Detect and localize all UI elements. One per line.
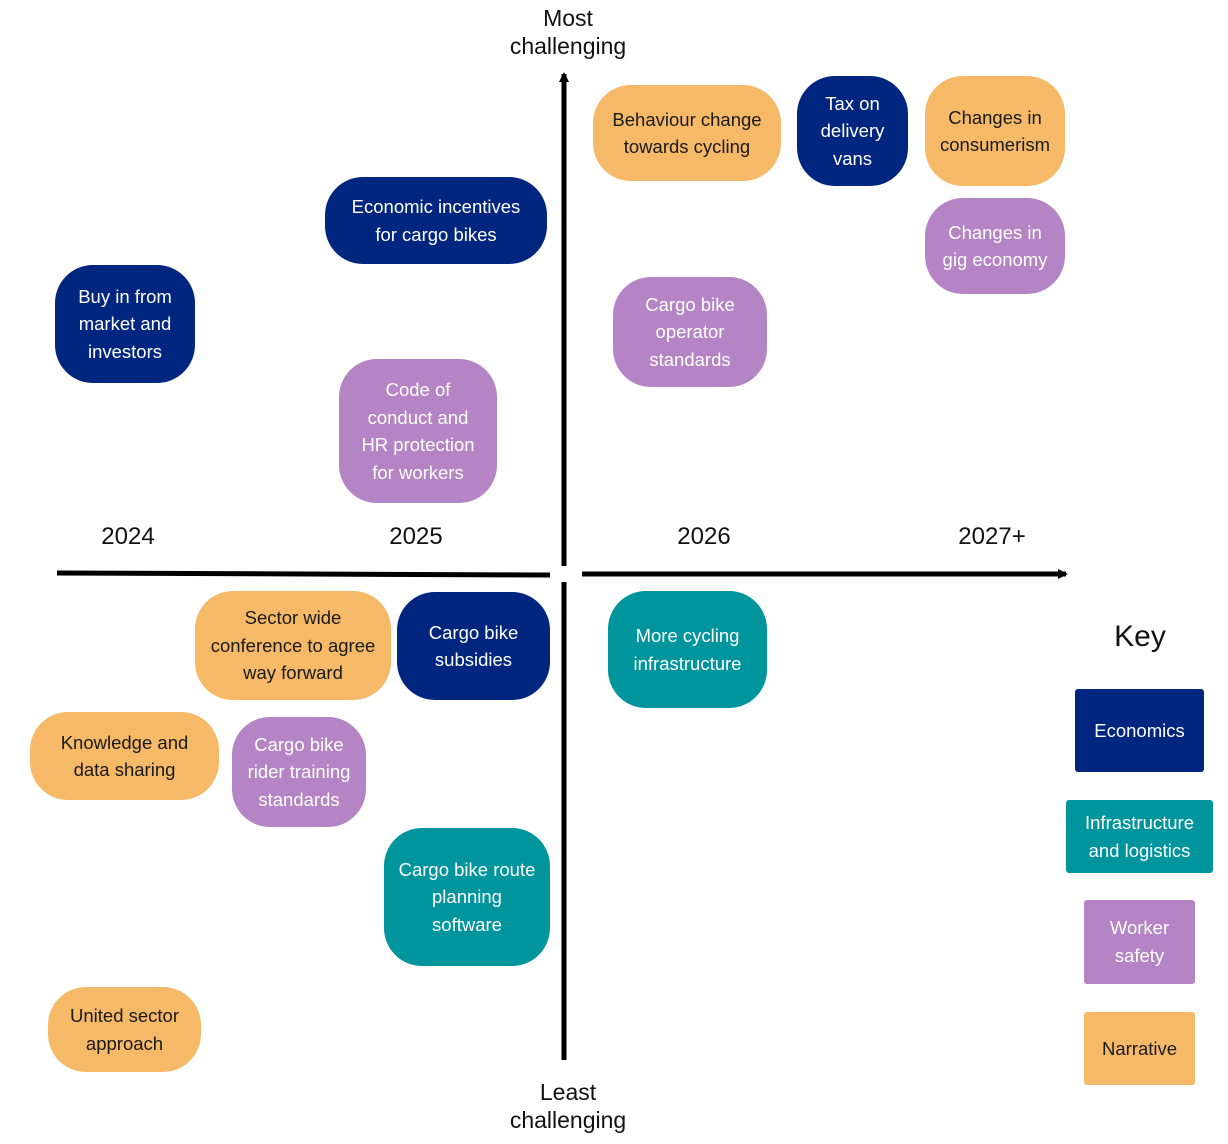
item-changes-in-gig-economy: Changes in gig economy: [925, 198, 1065, 294]
item-economic-incentives-for-cargo-bikes: Economic incentives for cargo bikes: [325, 177, 547, 264]
item-code-of-conduct-and-hr-protection: Code of conduct and HR protection for wo…: [339, 359, 497, 503]
item-changes-in-consumerism: Changes in consumerism: [925, 76, 1065, 186]
year-label-2027-plus: 2027+: [958, 523, 1026, 550]
year-label-2025: 2025: [389, 523, 443, 550]
year-label-2026: 2026: [677, 523, 731, 550]
item-more-cycling-infrastructure: More cycling infrastructure: [608, 591, 767, 708]
item-cargo-bike-operator-standards: Cargo bike operator standards: [613, 277, 767, 387]
item-knowledge-and-data-sharing: Knowledge and data sharing: [30, 712, 219, 800]
item-buy-in-from-market-and-investors: Buy in from market and investors: [55, 265, 195, 383]
item-united-sector-approach: United sector approach: [48, 987, 201, 1072]
item-cargo-bike-subsidies: Cargo bike subsidies: [397, 592, 550, 700]
item-behaviour-change-towards-cycling: Behaviour change towards cycling: [593, 85, 781, 181]
y-axis-top-label: Most challenging: [509, 5, 627, 59]
item-tax-on-delivery-vans: Tax on delivery vans: [797, 76, 908, 186]
y-axis-bottom-label: Least challenging: [509, 1079, 627, 1133]
item-cargo-bike-rider-training-standards: Cargo bike rider training standards: [232, 717, 366, 827]
item-sector-wide-conference: Sector wide conference to agree way forw…: [195, 591, 391, 700]
horizontal-axis-left: [56, 570, 551, 578]
year-label-2024: 2024: [101, 523, 155, 550]
key-economics: Economics: [1075, 689, 1204, 772]
item-cargo-bike-route-planning-software: Cargo bike route planning software: [384, 828, 550, 966]
key-infrastructure-and-logistics: Infrastructure and logistics: [1066, 800, 1213, 873]
key-title: Key: [1114, 620, 1166, 653]
key-narrative: Narrative: [1084, 1012, 1195, 1085]
key-worker-safety: Worker safety: [1084, 900, 1195, 984]
